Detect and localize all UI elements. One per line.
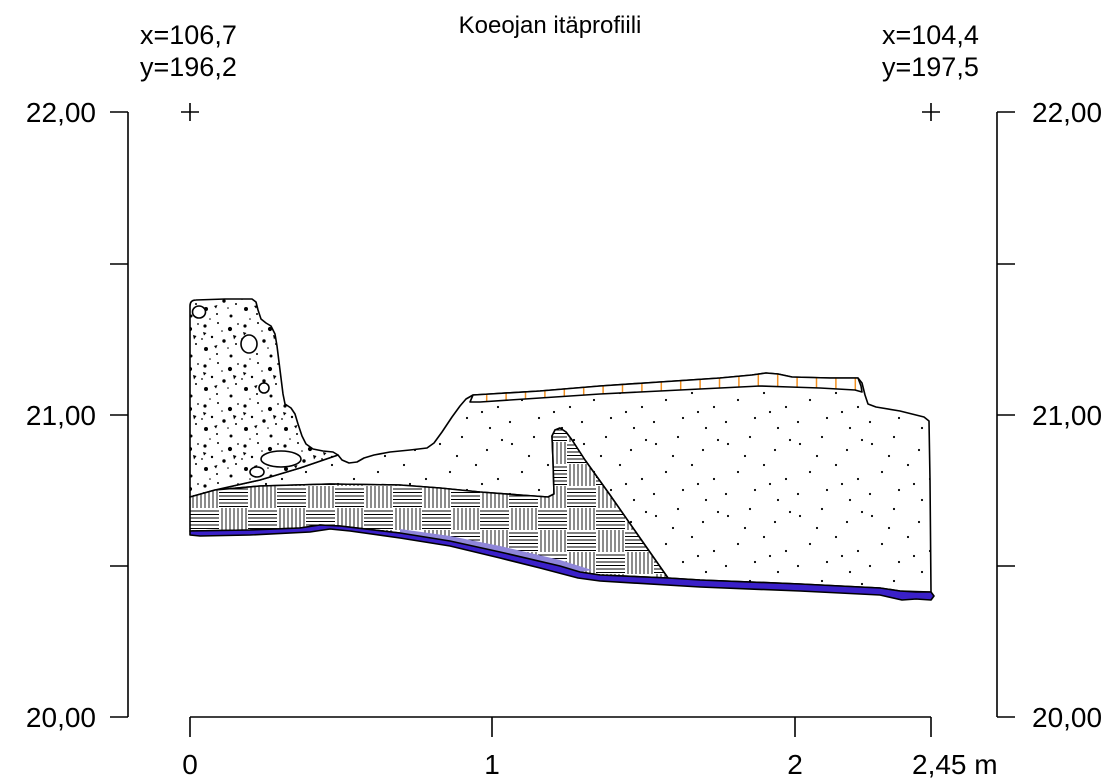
right-axis-label: 22,00: [1032, 97, 1102, 128]
stone: [258, 382, 270, 394]
stone: [249, 466, 265, 478]
right-axis-label: 20,00: [1032, 702, 1102, 733]
distance-axis-label: 2,45 m: [912, 749, 998, 778]
profile-title: Koeojan itäprofiili: [459, 12, 642, 39]
bottom-layer: [189, 524, 935, 601]
distance-axis-label: 2: [787, 749, 803, 778]
stone: [191, 305, 207, 319]
distance-axis: 0 1 2 2,45 m: [182, 716, 998, 778]
soil-profile: [189, 298, 935, 601]
distance-axis-label: 0: [182, 749, 198, 778]
stony-layer: [189, 298, 339, 498]
left-axis-label: 21,00: [26, 400, 96, 431]
left-axis-label: 20,00: [26, 702, 96, 733]
left-corner-x-coordinate: x=106,7: [140, 20, 237, 50]
right-elevation-axis: 22,00 21,00 20,00: [996, 97, 1102, 733]
stone: [260, 450, 302, 468]
distance-axis-label: 1: [484, 749, 500, 778]
right-corner-y-coordinate: y=197,5: [882, 52, 979, 82]
left-corner-y-coordinate: y=196,2: [140, 52, 237, 82]
left-axis-label: 22,00: [26, 97, 96, 128]
left-elevation-axis: 22,00 21,00 20,00: [26, 97, 129, 733]
right-corner-x-coordinate: x=104,4: [882, 20, 979, 50]
right-axis-label: 21,00: [1032, 400, 1102, 431]
stone: [240, 334, 258, 354]
left-survey-point-marker-icon: [181, 103, 199, 121]
top-hatched-layer: [469, 372, 863, 403]
right-survey-point-marker-icon: [922, 103, 940, 121]
